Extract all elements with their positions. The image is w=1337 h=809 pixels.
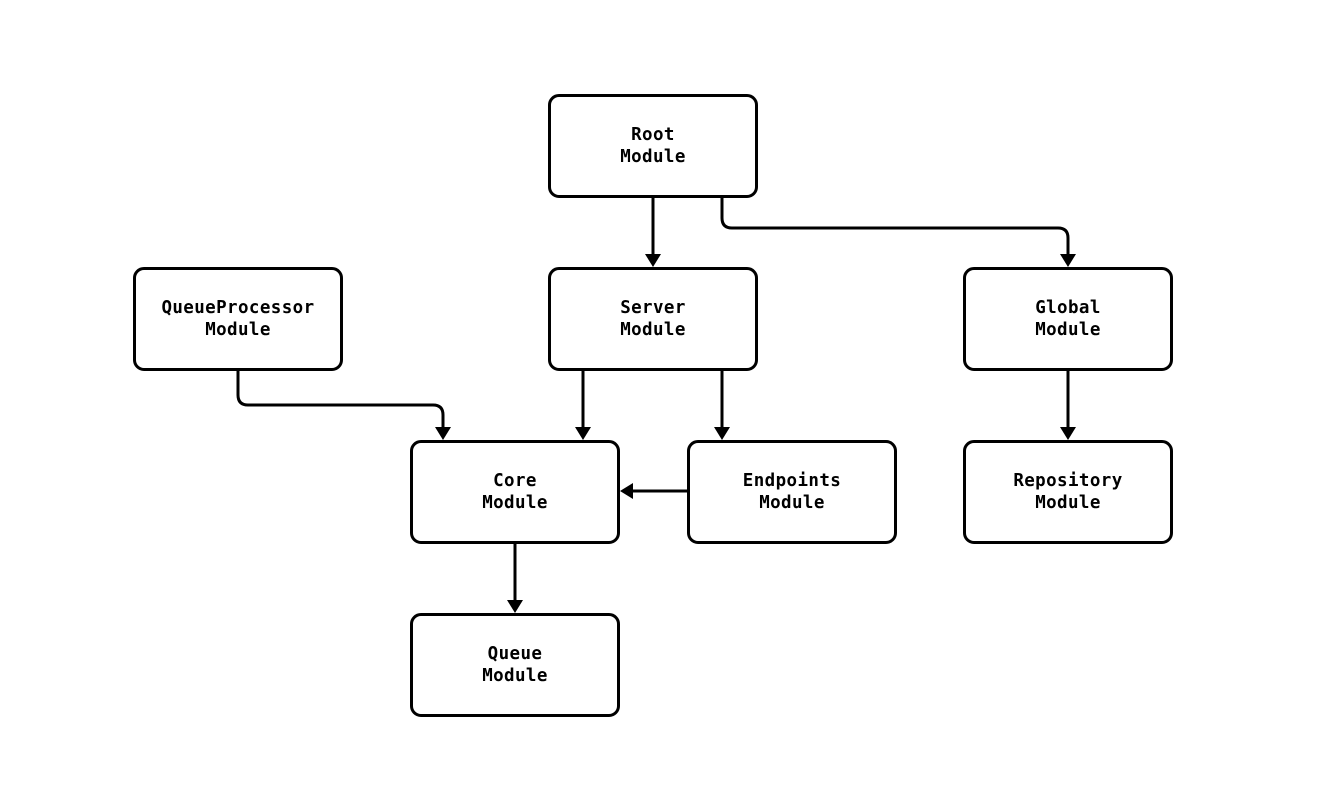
node-label-line1: Root [631,125,675,145]
edges-group [236,198,1076,613]
node-label-line1: Core [493,471,537,491]
node-label-line1: Queue [487,644,543,664]
node-label-line2: Module [1035,493,1101,513]
arrowhead-root-to-server [645,254,661,267]
arrowhead-endpoints-to-core [620,483,633,499]
node-label-line2: Module [205,320,271,340]
arrowhead-core-to-queue [507,600,523,613]
edge-queueprocessor-to-core [236,371,445,431]
node-label-line2: Module [482,493,548,513]
node-label-line2: Module [1035,320,1101,340]
node-label-line1: Global [1035,298,1101,318]
node-label-line2: Module [620,147,686,167]
arrowhead-server-to-core [575,427,591,440]
node-label-line2: Module [759,493,825,513]
node-label-line2: Module [482,666,548,686]
node-label-line2: Module [620,320,686,340]
arrowhead-server-to-endpoints [714,427,730,440]
arrowhead-queueprocessor-to-core [435,427,451,440]
edge-root-to-global [720,198,1070,258]
node-label-line1: Endpoints [742,471,842,491]
arrowhead-root-to-global [1060,254,1076,267]
node-label-line1: QueueProcessor [161,298,315,318]
node-label-line1: Repository [1013,471,1123,491]
arrowhead-global-to-repository [1060,427,1076,440]
node-label-line1: Server [620,298,686,318]
